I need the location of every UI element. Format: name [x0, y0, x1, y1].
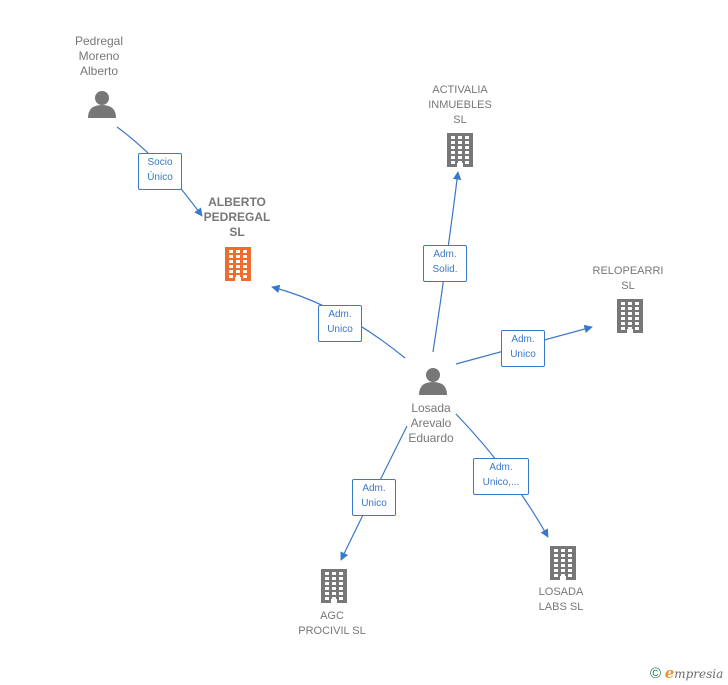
- edge-label[interactable]: Adm. Unico,...: [473, 458, 529, 495]
- edge-label[interactable]: Adm. Solid.: [423, 245, 467, 282]
- node-label-relopearri[interactable]: RELOPEARRI SL: [592, 265, 664, 292]
- edge-label[interactable]: Adm. Unico: [352, 479, 396, 516]
- footer-brand: © empresia: [650, 664, 723, 682]
- edge-label[interactable]: Adm. Unico: [318, 305, 362, 342]
- brand-logo: empresia: [664, 664, 724, 682]
- person-icon[interactable]: [88, 91, 116, 118]
- person-icon[interactable]: [419, 368, 447, 395]
- node-label-losada-labs[interactable]: LOSADA LABS SL: [538, 586, 584, 613]
- building-icon[interactable]: [550, 546, 576, 580]
- copyright-icon: ©: [650, 665, 662, 682]
- node-label-activalia[interactable]: ACTIVALIA INMUEBLES SL: [428, 84, 492, 126]
- building-icon[interactable]: [447, 133, 473, 167]
- building-icon[interactable]: [225, 247, 251, 281]
- node-label-pedregal-person[interactable]: Pedregal Moreno Alberto: [74, 34, 124, 78]
- node-label-agc[interactable]: AGC PROCIVIL SL: [298, 610, 366, 637]
- building-icon[interactable]: [321, 569, 347, 603]
- building-icon[interactable]: [617, 299, 643, 333]
- node-label-alberto-company[interactable]: ALBERTO PEDREGAL SL: [203, 195, 271, 239]
- edge-label[interactable]: Adm. Unico: [501, 330, 545, 367]
- edge-label[interactable]: Socio Único: [138, 153, 182, 190]
- node-label-losada-person[interactable]: Losada Arevalo Eduardo: [408, 401, 454, 445]
